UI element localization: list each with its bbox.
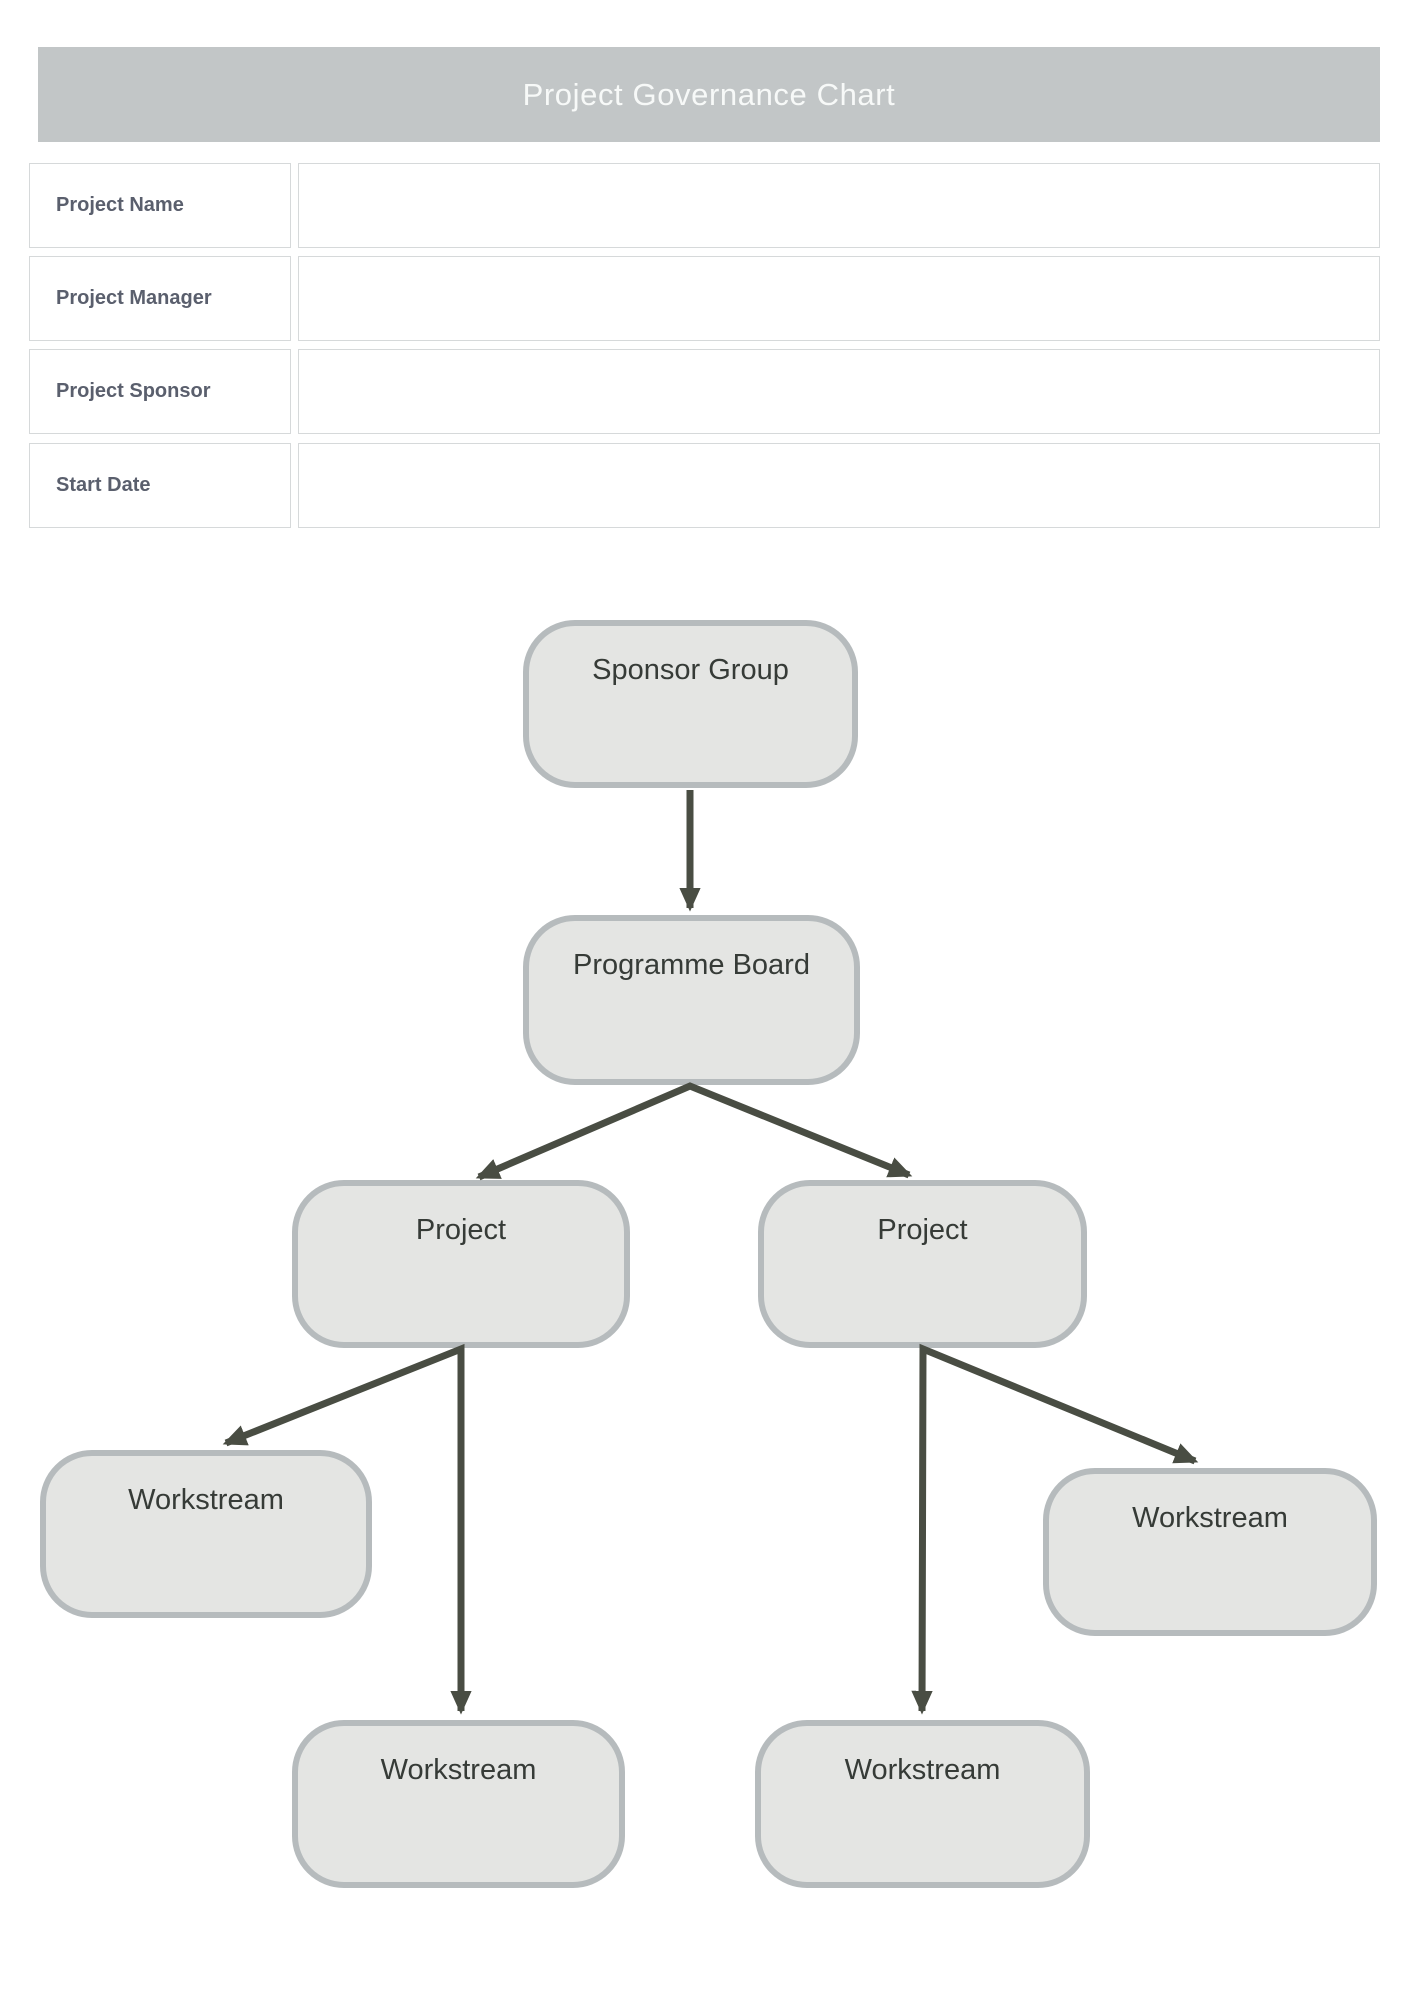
node-workstream-bottom-left[interactable]: Workstream	[292, 1720, 625, 1888]
node-workstream-far-right[interactable]: Workstream	[1043, 1468, 1377, 1636]
edges-programme-board-to-projects	[475, 1082, 913, 1181]
form-row-project-sponsor: Project Sponsor	[29, 349, 1380, 434]
node-programme-board[interactable]: Programme Board	[523, 915, 860, 1085]
form-row-start-date: Start Date	[29, 443, 1380, 528]
node-workstream-far-left[interactable]: Workstream	[40, 1450, 372, 1618]
node-workstream-far-right-label: Workstream	[1132, 1502, 1288, 1534]
project-manager-label: Project Manager	[29, 256, 291, 341]
form-row-project-manager: Project Manager	[29, 256, 1380, 341]
node-project-left[interactable]: Project	[292, 1180, 630, 1348]
project-sponsor-field[interactable]	[298, 349, 1380, 434]
node-project-right[interactable]: Project	[758, 1180, 1087, 1348]
project-name-field[interactable]	[298, 163, 1380, 248]
node-sponsor-group[interactable]: Sponsor Group	[523, 620, 858, 788]
node-workstream-bottom-left-label: Workstream	[380, 1754, 537, 1786]
page-title: Project Governance Chart	[522, 76, 896, 112]
form-row-project-name: Project Name	[29, 163, 1380, 248]
node-workstream-bottom-right[interactable]: Workstream	[755, 1720, 1090, 1888]
node-workstream-far-left-label: Workstream	[128, 1484, 284, 1516]
node-workstream-bottom-right-label: Workstream	[844, 1754, 1001, 1786]
node-sponsor-group-label: Sponsor Group	[592, 654, 789, 686]
node-project-left-label: Project	[415, 1214, 507, 1246]
start-date-field[interactable]	[298, 443, 1380, 528]
project-name-label: Project Name	[29, 163, 291, 248]
node-project-right-label: Project	[877, 1214, 968, 1246]
page-title-banner: Project Governance Chart	[38, 47, 1380, 142]
start-date-label: Start Date	[29, 443, 291, 528]
node-programme-board-label: Programme Board	[573, 949, 810, 981]
project-sponsor-label: Project Sponsor	[29, 349, 291, 434]
project-manager-field[interactable]	[298, 256, 1380, 341]
